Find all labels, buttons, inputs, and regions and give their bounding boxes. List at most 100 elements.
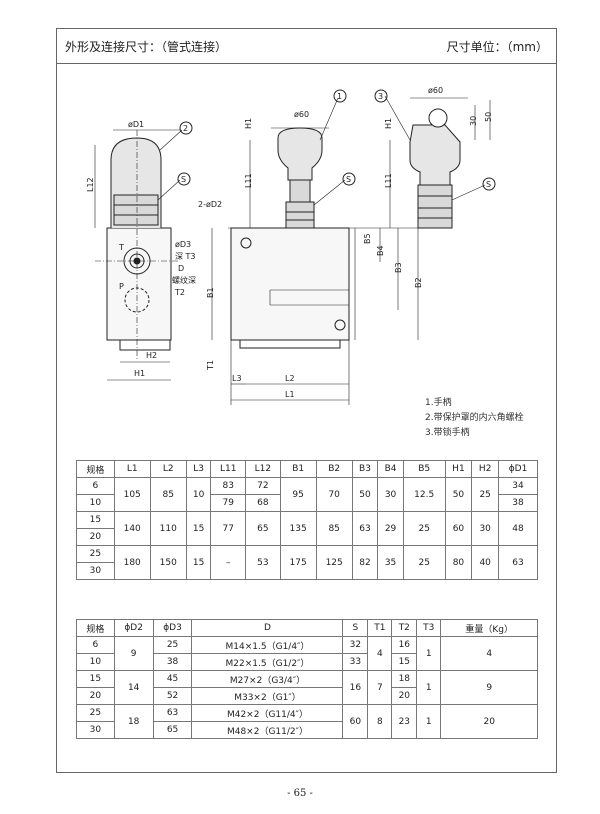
table-cell: 9 xyxy=(113,636,154,671)
header-cell: L11 xyxy=(210,460,247,478)
dim-d: D xyxy=(178,264,184,273)
table-cell: 77 xyxy=(210,511,247,546)
header-cell: B5 xyxy=(402,460,446,478)
dim-h2: H2 xyxy=(146,351,157,360)
side-base xyxy=(119,339,171,351)
table-row: 6 9 25 M14×1.5（G1/4″） 32 4 16 1 4 xyxy=(76,636,538,671)
table-header-row: 规格 L1 L2 L3 L11 L12 B1 B2 B3 B4 B5 H1 H2… xyxy=(76,460,538,478)
table-cell: 20 xyxy=(76,528,115,546)
callout-1: 1 xyxy=(337,92,342,101)
table-cell: 10 xyxy=(76,653,115,671)
header-cell: B3 xyxy=(351,460,379,478)
table-cell: 52 xyxy=(152,687,193,705)
table-cell: 1 xyxy=(416,636,442,671)
table-cell: 20 xyxy=(440,704,538,739)
table-cell: 105 xyxy=(113,477,151,512)
table-row: 30 xyxy=(76,562,538,580)
table-cell: 125 xyxy=(315,545,353,580)
header-cell: L12 xyxy=(245,460,281,478)
dim-l11a: L11 xyxy=(244,173,253,188)
header-cell: ϕD2 xyxy=(113,619,154,637)
table-row: 15 14 45 M27×2（G3/4″） 16 7 18 1 9 xyxy=(76,670,538,705)
parts-legend: 1.手柄 2.带保护罩的内六角螺栓 3.带锁手柄 xyxy=(425,396,524,441)
table-cell: 63 xyxy=(152,704,193,722)
dim-h1a: H1 xyxy=(244,118,253,129)
callout-3: 3 xyxy=(378,92,383,101)
table-cell: M48×2（G11/2″） xyxy=(191,721,344,739)
dimension-table-2: 规格 ϕD2 ϕD3 D S T1 T2 T3 重量（Kg） 6 9 25 M1… xyxy=(76,619,538,739)
dim-thread: 螺纹深 xyxy=(172,275,196,285)
legend-item-1: 1.手柄 xyxy=(425,398,452,408)
dim-l3: L3 xyxy=(232,374,242,383)
table-cell: 25 xyxy=(76,704,115,722)
table-row: 25 18 63 M42×2（G11/4″） 60 8 23 1 20 xyxy=(76,704,538,739)
table-cell: 12.5 xyxy=(402,477,446,512)
table-cell: 7 xyxy=(367,670,393,705)
dim-b2: B2 xyxy=(414,277,423,288)
header-cell: D xyxy=(191,619,344,637)
table-cell: 23 xyxy=(391,704,418,739)
table-cell: 68 xyxy=(245,494,281,512)
technical-drawing: 2 S 1 S 3 S øD1 L12 2-øD2 øD3 深 T3 D 螺纹深… xyxy=(86,86,496,405)
drawing-frame: 外形及连接尺寸：（管式连接） 尺寸单位：（mm） xyxy=(56,28,557,773)
dim-h1: H1 xyxy=(134,369,145,378)
callout-s1: S xyxy=(181,175,186,184)
table-cell: 30 xyxy=(76,562,115,580)
table-cell: 6 xyxy=(76,477,115,495)
table-cell: 16 xyxy=(391,636,418,654)
table-cell: 40 xyxy=(471,545,500,580)
table-cell: 1 xyxy=(416,670,442,705)
table-cell: 30 xyxy=(471,511,500,546)
callout-circle-1 xyxy=(333,89,347,103)
dim-b4: B4 xyxy=(376,245,385,256)
table-cell: 16 xyxy=(342,670,369,705)
dim-l12: L12 xyxy=(86,177,95,192)
header-cell: H1 xyxy=(444,460,473,478)
label-p: P xyxy=(119,282,124,291)
table-cell: 83 xyxy=(210,477,247,495)
header-cell: T2 xyxy=(391,619,418,637)
table-cell: 4 xyxy=(367,636,393,671)
table-cell: 9 xyxy=(440,670,538,705)
dim-b5: B5 xyxy=(363,233,372,244)
side-nut xyxy=(113,194,159,226)
table-cell: 45 xyxy=(152,670,193,688)
table-cell: 63 xyxy=(351,511,379,546)
table-cell: 50 xyxy=(351,477,379,512)
table-cell: 25 xyxy=(402,545,446,580)
header-cell: L2 xyxy=(149,460,187,478)
table-cell: 180 xyxy=(113,545,151,580)
table-cell: 140 xyxy=(113,511,151,546)
callout-circle-2 xyxy=(179,121,193,135)
header-title: 外形及连接尺寸：（管式连接） xyxy=(65,40,228,54)
callout-circle-s3 xyxy=(482,177,496,191)
table-cell: 85 xyxy=(149,477,187,512)
table-cell: 6 xyxy=(76,636,115,654)
side-body xyxy=(106,227,172,341)
table-cell: 8 xyxy=(367,704,393,739)
table-cell: 38 xyxy=(498,494,538,512)
table-cell: 79 xyxy=(210,494,247,512)
header-cell: 规格 xyxy=(76,619,115,637)
dimension-table-1: 规格 L1 L2 L3 L11 L12 B1 B2 B3 B4 B5 H1 H2… xyxy=(76,460,538,580)
dim-30: 30 xyxy=(469,116,478,126)
table-cell: 30 xyxy=(377,477,404,512)
table-cell: 20 xyxy=(76,687,115,705)
callout-circle-3 xyxy=(374,89,388,103)
callout-circle-s1 xyxy=(177,172,191,186)
table-header-row: 规格 ϕD2 ϕD3 D S T1 T2 T3 重量（Kg） xyxy=(76,619,538,637)
front-body xyxy=(230,227,350,341)
legend-item-2: 2.带保护罩的内六角螺栓 xyxy=(425,413,524,423)
dim-l1: L1 xyxy=(285,390,295,399)
table-cell: 15 xyxy=(76,511,115,529)
table-cell: M14×1.5（G1/4″） xyxy=(191,636,344,654)
table-cell: 32 xyxy=(342,636,369,654)
dim-d60b: ø60 xyxy=(428,86,443,95)
mount-hole-2 xyxy=(334,319,346,331)
table-cell: 135 xyxy=(279,511,317,546)
dim-h1b: H1 xyxy=(384,118,393,129)
table-cell: 35 xyxy=(377,545,404,580)
header-cell: B2 xyxy=(315,460,353,478)
dim-d3: øD3 xyxy=(175,240,191,249)
handle-3 xyxy=(409,124,461,186)
